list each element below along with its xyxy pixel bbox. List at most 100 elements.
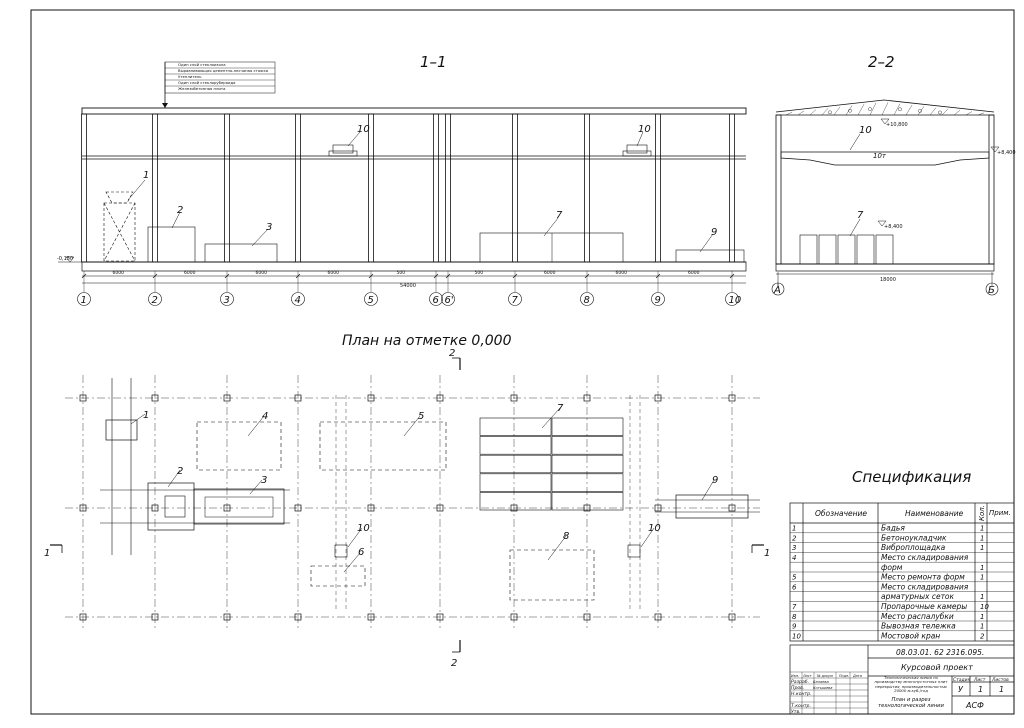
plan-column — [223, 394, 231, 402]
title-block — [789, 644, 1015, 715]
spec-header-qty: Кол. — [978, 505, 986, 521]
plan-crane-b — [627, 544, 641, 558]
layer-3: Утеплитель — [178, 74, 202, 79]
column-3 — [224, 113, 230, 263]
axis-6: 6 — [433, 295, 439, 306]
floor-slab — [81, 261, 747, 272]
layer-4: Один слой стеклорубероида — [178, 80, 235, 85]
chamber-cell — [479, 417, 552, 436]
dim-8: 6000 — [688, 270, 700, 276]
label-10a: 10 — [357, 124, 370, 135]
plan-steam-chambers — [479, 417, 624, 511]
axis-5: 5 — [368, 295, 374, 306]
label-10: 10 — [859, 125, 872, 136]
plan-column — [151, 613, 159, 621]
chamber-cell — [479, 492, 552, 511]
label-3: 3 — [266, 222, 272, 233]
level-chamber: +8,400 — [884, 224, 903, 230]
sheet-no: 1 — [978, 685, 983, 694]
plan-column — [294, 504, 302, 512]
plan-column — [583, 394, 591, 402]
column-1 — [81, 113, 87, 263]
section-1-columns — [81, 113, 735, 263]
spec-qty: 1 — [980, 544, 984, 552]
crane-trolley-b — [622, 144, 652, 157]
layer-2: Выравнивающая цементно-песчаная стяжка — [178, 68, 268, 73]
axis-10: 10 — [729, 295, 742, 306]
plan-label-8: 8 — [563, 531, 569, 542]
axis-6': 6' — [445, 295, 454, 306]
column-10 — [655, 113, 661, 263]
stamp-person-role: Т.контр. — [791, 703, 811, 709]
cut-2-bottom: 2 — [451, 658, 457, 669]
plan-vibro-platform — [193, 488, 285, 525]
dim-0: 6000 — [113, 270, 125, 276]
plan-label-10b: 10 — [648, 523, 661, 534]
layer-1: Один слой стеклоизола — [178, 62, 226, 67]
spec-pos: 4 — [792, 554, 796, 562]
specification-table — [789, 502, 1015, 642]
spec-name: Бадья — [881, 524, 905, 533]
plan-column — [510, 394, 518, 402]
plan-column — [510, 504, 518, 512]
spec-pos: 8 — [792, 613, 797, 621]
sheets-count: 1 — [999, 685, 1004, 694]
spec-pos: 6 — [792, 583, 797, 591]
axis-4: 4 — [295, 295, 301, 306]
plan-label-6: 6 — [358, 547, 364, 558]
cut-1-right: 1 — [764, 548, 770, 559]
sheet-frame — [30, 9, 1015, 715]
spec-qty: 1 — [980, 623, 984, 631]
plan-column — [294, 394, 302, 402]
spec-header-name: Наименование — [905, 509, 964, 518]
axis-b: Б — [988, 285, 995, 296]
chamber-cell — [551, 473, 624, 492]
label-9: 9 — [711, 227, 717, 238]
spec-name: Место ремонта форм — [881, 573, 965, 582]
spec-qty: 1 — [980, 574, 984, 582]
organization: АСФ — [965, 701, 984, 710]
axis-a: А — [773, 285, 781, 296]
column-5 — [368, 113, 374, 263]
h-sheet: Лист — [973, 677, 986, 683]
plan-column — [367, 504, 375, 512]
plan-column — [436, 504, 444, 512]
plan-column — [728, 394, 736, 402]
plan-column — [151, 394, 159, 402]
column-11 — [729, 113, 735, 263]
plan-label-3: 3 — [261, 475, 267, 486]
section-1-1 — [58, 61, 747, 306]
crane-capacity: 10т — [873, 152, 887, 160]
dim-3: 6000 — [328, 270, 340, 276]
spec-header-designation: Обозначение — [815, 509, 867, 518]
chamber-cell — [479, 473, 552, 492]
project-type: Курсовой проект — [901, 663, 973, 672]
spec-pos: 7 — [792, 603, 797, 611]
hopper-bucket — [103, 191, 136, 262]
plan-label-1: 1 — [143, 410, 149, 421]
spec-name: форм — [881, 563, 903, 572]
plan-column — [294, 613, 302, 621]
sheet-title-wrap: План и разрез технологической линии — [878, 697, 944, 709]
transport-trolley — [675, 249, 745, 263]
axis-7: 7 — [512, 295, 519, 306]
plan-label-4: 4 — [262, 411, 268, 422]
label-7: 7 — [556, 210, 563, 221]
plan-column — [367, 613, 375, 621]
stamp-role: Подп. — [839, 674, 849, 678]
plan-grid — [65, 375, 760, 630]
plan-title: План на отметке 0,000 — [342, 333, 512, 349]
dim-6: 6000 — [544, 270, 556, 276]
spec-pos: 10 — [792, 632, 801, 640]
dim-2: 6000 — [256, 270, 268, 276]
spec-pos: 1 — [792, 525, 796, 533]
dim-4: 500 — [397, 270, 406, 276]
stamp-person-role: Утв. — [791, 709, 801, 715]
layer-5: Железобетонная плита — [178, 86, 225, 91]
roof-truss — [785, 102, 985, 116]
cut-1-left: 1 — [44, 548, 50, 559]
plan-column — [223, 504, 231, 512]
